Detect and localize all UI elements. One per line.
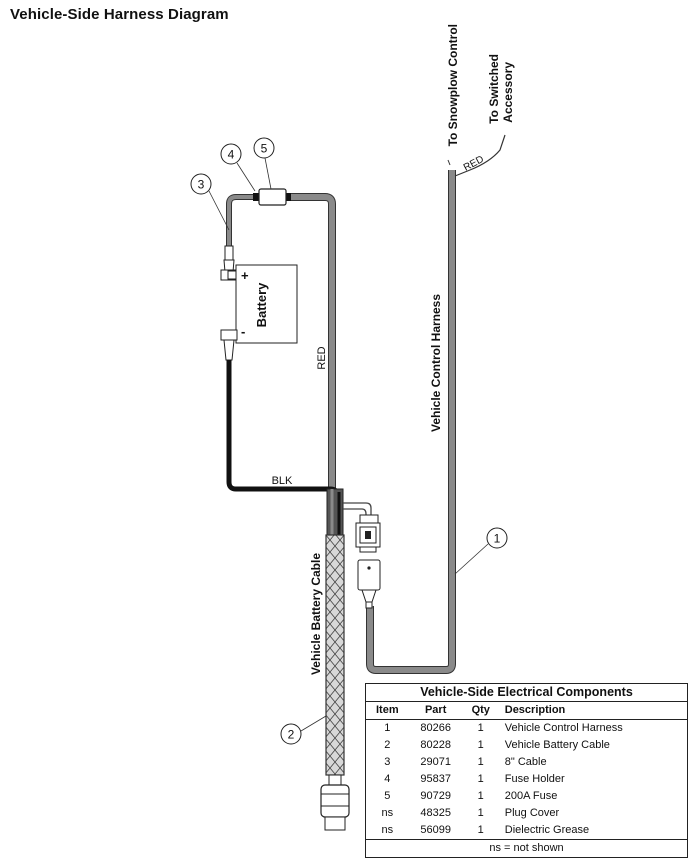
table-row: ns 56099 1 Dielectric Grease: [366, 822, 688, 840]
red-cable: [226, 193, 336, 535]
negative-terminal: [220, 329, 238, 361]
cell-part: 56099: [420, 824, 451, 836]
accessory-label: Accessory: [501, 62, 515, 123]
cell-qty: 1: [477, 756, 484, 768]
parts-table-header: Item Part Qty Description: [365, 701, 688, 720]
red-top-label: RED: [462, 154, 486, 174]
cell-part: 80266: [420, 722, 451, 734]
cable-junction: [326, 488, 344, 536]
svg-text:4: 4: [228, 148, 235, 162]
battery-cable-plug: [320, 774, 350, 831]
harness-plug-lower: [357, 559, 381, 609]
table-row: 2 80228 1 Vehicle Battery Cable: [366, 737, 688, 754]
vehicle-control-harness-cable: [366, 170, 456, 674]
header-qty: Qty: [462, 701, 499, 720]
battery-label: Battery: [254, 282, 269, 328]
harness-connector-upper: [355, 514, 381, 553]
svg-text:2: 2: [288, 728, 295, 742]
blk-label: BLK: [272, 475, 293, 487]
cell-item: 2: [384, 739, 391, 751]
snowplow-lead-tick: [447, 159, 451, 166]
table-row: ns 48325 1 Plug Cover: [366, 805, 688, 822]
connector-branch-wires: [343, 502, 372, 516]
cell-part: 90729: [420, 790, 451, 802]
cell-description: Fuse Holder: [504, 773, 565, 785]
cell-qty: 1: [477, 722, 484, 734]
footnote: ns = not shown: [365, 839, 688, 858]
cell-item: 1: [384, 722, 391, 734]
callout-3: 3: [190, 173, 212, 195]
vehicle-battery-cable-label: Vehicle Battery Cable: [309, 553, 323, 675]
to-switched-label: To Switched: [487, 54, 501, 124]
battery: [227, 264, 298, 344]
table-row: 5 90729 1 200A Fuse: [366, 788, 688, 805]
page-title: Vehicle-Side Harness Diagram: [10, 6, 229, 23]
cell-description: Vehicle Battery Cable: [504, 739, 610, 751]
header-description: Description: [498, 701, 688, 720]
cell-item: ns: [381, 807, 394, 819]
table-row: 4 95837 1 Fuse Holder: [366, 771, 688, 788]
cell-item: 4: [384, 773, 391, 785]
table-row: 3 29071 1 8" Cable: [366, 754, 688, 771]
cell-description: 200A Fuse: [504, 790, 558, 802]
cell-description: 8" Cable: [504, 756, 547, 768]
callout-2: 2: [280, 723, 302, 745]
parts-table-title: Vehicle-Side Electrical Components: [365, 683, 688, 702]
red-vertical-label: RED: [316, 346, 328, 369]
callout-1: 1: [486, 527, 508, 549]
black-ground-wire: [226, 360, 341, 535]
cell-part: 29071: [420, 756, 451, 768]
cell-item: 5: [384, 790, 391, 802]
cell-qty: 1: [477, 790, 484, 802]
svg-text:3: 3: [198, 178, 205, 192]
svg-text:1: 1: [494, 532, 501, 546]
cell-description: Vehicle Control Harness: [504, 722, 623, 734]
callout-5: 5: [253, 137, 275, 159]
table-row: 1 80266 1 Vehicle Control Harness: [366, 720, 688, 738]
switched-accessory-wire: [454, 134, 506, 177]
vehicle-control-harness-label: Vehicle Control Harness: [429, 294, 443, 432]
fuse-holder: [253, 188, 291, 206]
svg-text:5: 5: [261, 142, 268, 156]
cell-qty: 1: [477, 807, 484, 819]
cell-part: 48325: [420, 807, 451, 819]
parts-table-footnote-row: ns = not shown: [365, 839, 688, 858]
minus-label: -: [241, 324, 245, 339]
cell-item: 3: [384, 756, 391, 768]
callout-4: 4: [220, 143, 242, 165]
cell-description: Plug Cover: [504, 807, 560, 819]
plus-label: +: [241, 268, 249, 283]
cell-part: 95837: [420, 773, 451, 785]
to-snowplow-control-label: To Snowplow Control: [446, 24, 460, 146]
cell-qty: 1: [477, 739, 484, 751]
cell-part: 80228: [420, 739, 451, 751]
cell-qty: 1: [477, 824, 484, 836]
cell-item: ns: [381, 824, 394, 836]
braided-battery-cable: [325, 534, 345, 776]
header-item: Item: [365, 701, 409, 720]
cell-qty: 1: [477, 773, 484, 785]
parts-table-title-row: Vehicle-Side Electrical Components: [365, 683, 688, 702]
header-part: Part: [408, 701, 463, 720]
parts-table: Vehicle-Side Electrical Components Item …: [365, 683, 688, 858]
cell-description: Dielectric Grease: [504, 824, 590, 836]
